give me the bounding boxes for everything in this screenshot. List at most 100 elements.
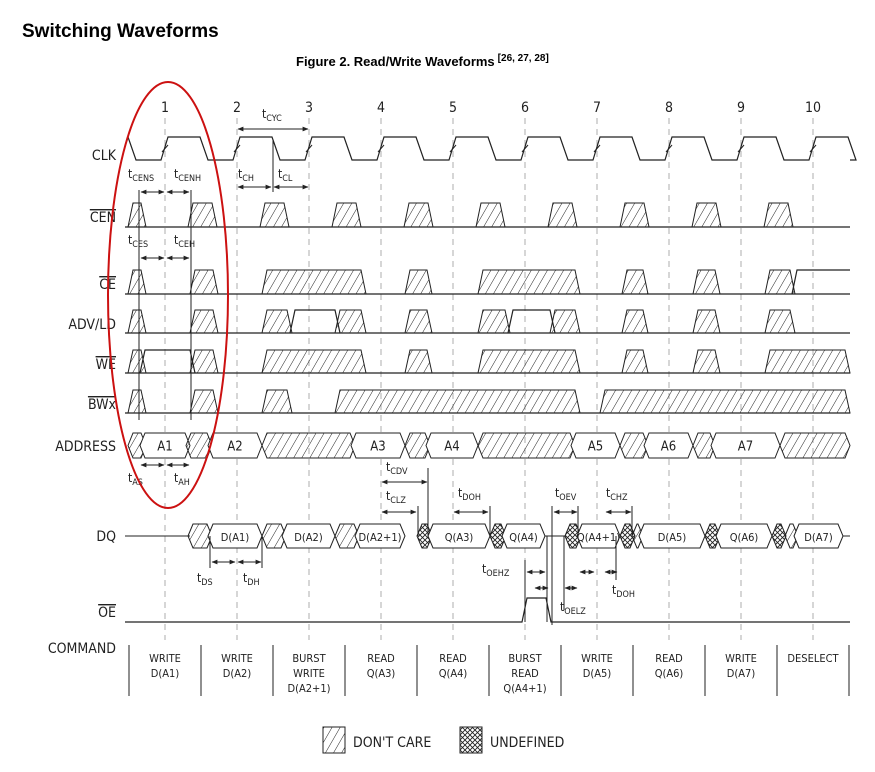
command-row: WRITED(A1)WRITED(A2)BURSTWRITED(A2+1)REA… (128, 645, 850, 696)
we-dont-care (621, 349, 649, 374)
adv-dont-care (692, 309, 721, 334)
ce-waveform (125, 269, 850, 295)
dont-care-swatch (322, 726, 346, 754)
adv-dont-care (621, 309, 649, 334)
command-text: D(A2+1) (288, 682, 331, 695)
dq-undefined (771, 523, 787, 549)
command-cell: READ Q(A4) (439, 652, 468, 680)
label-adv-ld: ADV/LD (68, 317, 116, 333)
timing-label-cl: tCL (278, 167, 293, 184)
cen-dont-care (547, 202, 578, 228)
command-cell: BURST READ Q(A4+1) (503, 652, 546, 695)
cycle-number: 10 (805, 100, 821, 116)
cycle-number: 4 (377, 100, 385, 116)
bw-dont-care (599, 389, 851, 414)
address-value: A6 (661, 440, 676, 455)
we-dont-care (189, 349, 219, 374)
command-text: READ (439, 652, 467, 665)
legend-undefined: UNDEFINED (490, 735, 564, 751)
cen-dont-care (187, 202, 218, 228)
command-text: BURST (508, 652, 542, 665)
we-dont-care (404, 349, 433, 374)
clk-edge-tick (665, 144, 673, 153)
clk-edge-tick (161, 144, 169, 153)
dq-value: D(A2+1) (359, 531, 402, 544)
legend: DON'T CARE UNDEFINED (322, 726, 564, 754)
timing-label-cenh: tCENH (174, 167, 201, 184)
dq-value: Q(A6) (730, 531, 759, 544)
adv-dont-care (404, 309, 433, 334)
cen-dont-care (259, 202, 290, 228)
dq-value: D(A7) (804, 531, 833, 544)
command-text: BURST (292, 652, 326, 665)
timing-label-cens: tCENS (128, 167, 154, 184)
ce-dont-care (127, 269, 147, 295)
clk-edge-tick (305, 144, 313, 153)
oe-waveform (125, 597, 850, 623)
bw-dont-care (189, 389, 219, 414)
command-text: D(A1) (151, 667, 180, 680)
ce-high-level (791, 269, 850, 295)
ce-dont-care (621, 269, 649, 295)
command-text: D(A2) (223, 667, 252, 680)
highlight-ellipse (107, 81, 229, 509)
command-text: D(A5) (583, 667, 612, 680)
label-command: COMMAND (48, 641, 116, 657)
command-text: Q(A4) (439, 667, 468, 680)
cycle-number: 9 (737, 100, 745, 116)
timing-label-ceh: tCEH (174, 233, 195, 250)
command-text: Q(A4+1) (503, 682, 546, 695)
timing-label-cdv: tCDV (386, 460, 408, 477)
label-we: WE (96, 357, 116, 373)
cen-dont-care (619, 202, 650, 228)
label-address: ADDRESS (55, 439, 116, 455)
clk-edge-tick (449, 144, 457, 153)
address-value: A1 (157, 440, 172, 455)
dq-value: Q(A4) (509, 531, 538, 544)
cen-dont-care (331, 202, 362, 228)
adv-dont-care (189, 309, 219, 334)
dq-value: D(A1) (221, 531, 250, 544)
timing-label-ces: tCES (128, 233, 148, 250)
command-text: WRITE (293, 667, 325, 680)
ce-dont-care (477, 269, 581, 295)
cycle-number: 7 (593, 100, 601, 116)
dq-valid (354, 523, 406, 549)
command-text: WRITE (725, 652, 757, 665)
command-cell: READ Q(A6) (655, 652, 684, 680)
adv-high-level (289, 309, 341, 334)
adv-dont-care (477, 309, 511, 334)
timing-label-ah: tAH (174, 471, 190, 488)
ce-dont-care (404, 269, 433, 295)
command-text: READ (511, 667, 539, 680)
label-oe: OE (98, 605, 116, 621)
we-dont-care (127, 349, 147, 374)
bw-waveform (125, 389, 851, 414)
timing-label-as: tAS (128, 471, 143, 488)
command-text: READ (655, 652, 683, 665)
command-text: Q(A6) (655, 667, 684, 680)
address-dont-care (261, 432, 356, 459)
clk-edge-tick (521, 144, 529, 153)
cen-dont-care (763, 202, 794, 228)
dq-value: D(A5) (658, 531, 687, 544)
timing-label-ch: tCH (238, 167, 254, 184)
clk-edge-tick (809, 144, 817, 153)
dq-waveform: D(A1)D(A2)D(A2+1)Q(A3)Q(A4)Q(A4+1)D(A5)Q… (125, 523, 850, 549)
clk-waveform (127, 136, 857, 161)
legend-dont-care: DON'T CARE (353, 735, 431, 751)
address-value: A7 (738, 440, 753, 455)
command-text: READ (367, 652, 395, 665)
cycle-number: 8 (665, 100, 673, 116)
timing-label-dh: tDH (243, 571, 260, 588)
label-dq: DQ (96, 529, 116, 545)
ce-dont-care (189, 269, 219, 295)
bw-dont-care (334, 389, 581, 414)
page-title: Switching Waveforms (22, 21, 219, 42)
